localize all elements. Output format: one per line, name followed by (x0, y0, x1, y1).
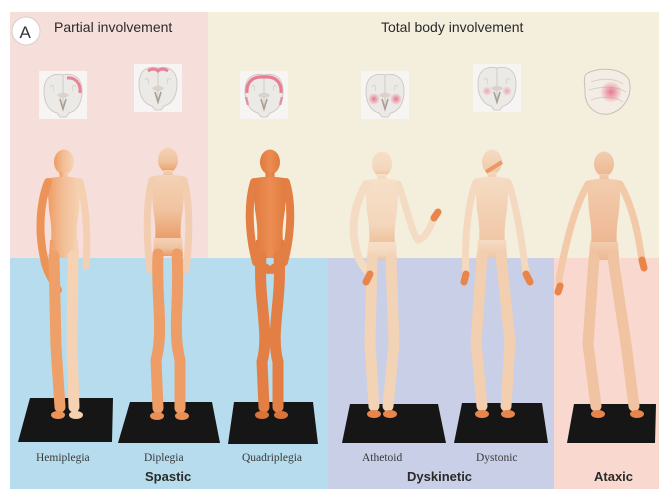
brain-scan-quadriplegia (240, 71, 288, 119)
group-label-spastic: Spastic (145, 469, 191, 484)
label-athetoid: Athetoid (362, 452, 402, 464)
header-total-body-involvement: Total body involvement (381, 19, 524, 35)
group-label-ataxic: Ataxic (594, 469, 633, 484)
panel-letter-text: A (20, 23, 32, 42)
label-hemiplegia: Hemiplegia (36, 452, 90, 464)
header-partial-involvement: Partial involvement (54, 19, 172, 35)
group-label-dyskinetic: Dyskinetic (407, 469, 472, 484)
label-quadriplegia: Quadriplegia (242, 452, 302, 464)
brain-scan-athetoid (361, 71, 409, 119)
brain-scan-diplegia (134, 64, 182, 112)
label-diplegia: Diplegia (144, 452, 184, 464)
brain-scan-hemiplegia (39, 71, 87, 119)
panel-letter: A (12, 17, 40, 45)
label-dystonic: Dystonic (476, 452, 518, 464)
brain-scan-dystonic (473, 64, 521, 112)
ataxic-region (554, 258, 659, 489)
